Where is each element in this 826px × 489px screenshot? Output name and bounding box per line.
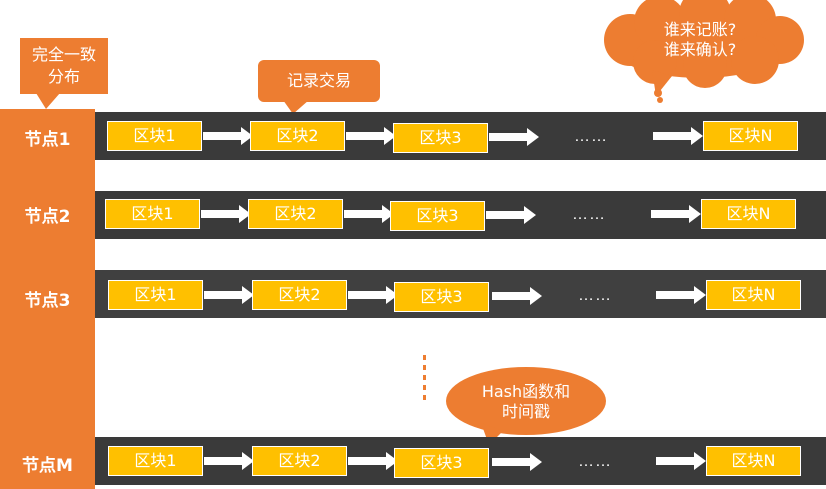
cloud-line1: 谁来记账? — [663, 20, 737, 39]
cloud-text: 谁来记账? 谁来确认? — [630, 20, 770, 60]
block-3-n: 区块N — [706, 280, 801, 310]
consensus-callout-box: 完全一致 分布 — [20, 38, 108, 94]
arrow-icon — [204, 452, 254, 470]
record-callout-tail — [283, 100, 309, 114]
arrow-icon — [492, 287, 542, 305]
ellipsis: …… — [574, 128, 608, 145]
ellipsis: …… — [578, 453, 612, 470]
block-2-1: 区块1 — [105, 199, 200, 229]
node-label-m: 节点M — [22, 456, 73, 476]
arrow-icon — [204, 286, 254, 304]
block-m-1: 区块1 — [108, 446, 203, 476]
continuation-dots — [423, 355, 427, 405]
block-1-2: 区块2 — [250, 121, 345, 151]
block-m-2: 区块2 — [252, 446, 347, 476]
block-1-3: 区块3 — [393, 123, 488, 153]
consensus-callout-tail — [36, 93, 60, 109]
node-label-2: 节点2 — [24, 207, 71, 227]
arrow-icon — [653, 127, 703, 145]
arrow-icon — [348, 286, 398, 304]
block-2-n: 区块N — [701, 199, 796, 229]
consensus-label-line1: 完全一致 — [31, 45, 96, 64]
ellipsis: …… — [572, 206, 606, 223]
arrow-icon — [489, 128, 539, 146]
arrow-icon — [656, 452, 706, 470]
arrow-icon — [203, 127, 253, 145]
block-2-2: 区块2 — [248, 199, 343, 229]
cloud-line2: 谁来确认? — [663, 40, 737, 59]
record-callout-box: 记录交易 — [258, 60, 380, 102]
arrow-icon — [492, 453, 542, 471]
arrow-icon — [344, 205, 394, 223]
arrow-icon — [656, 286, 706, 304]
block-m-3: 区块3 — [394, 448, 489, 478]
block-m-n: 区块N — [706, 446, 801, 476]
hash-text: Hash函数和 时间戳 — [456, 382, 596, 422]
consensus-label-line2: 分布 — [47, 67, 80, 86]
arrow-icon — [346, 127, 396, 145]
hash-bubble-shape — [446, 367, 606, 445]
arrow-icon — [651, 205, 701, 223]
hash-line1: Hash函数和 — [481, 382, 571, 401]
ellipsis: …… — [578, 287, 612, 304]
block-2-3: 区块3 — [390, 201, 485, 231]
arrow-icon — [486, 206, 536, 224]
cloud-shape — [604, 0, 804, 103]
block-1-n: 区块N — [703, 121, 798, 151]
node-label-1: 节点1 — [24, 130, 71, 150]
node-sidebar — [0, 109, 95, 489]
block-3-2: 区块2 — [252, 280, 347, 310]
block-1-1: 区块1 — [107, 121, 202, 151]
record-label: 记录交易 — [286, 71, 351, 90]
arrow-icon — [348, 452, 398, 470]
block-3-3: 区块3 — [394, 282, 489, 312]
block-3-1: 区块1 — [108, 280, 203, 310]
hash-line2: 时间戳 — [501, 402, 550, 421]
node-label-3: 节点3 — [24, 291, 71, 311]
arrow-icon — [201, 205, 251, 223]
